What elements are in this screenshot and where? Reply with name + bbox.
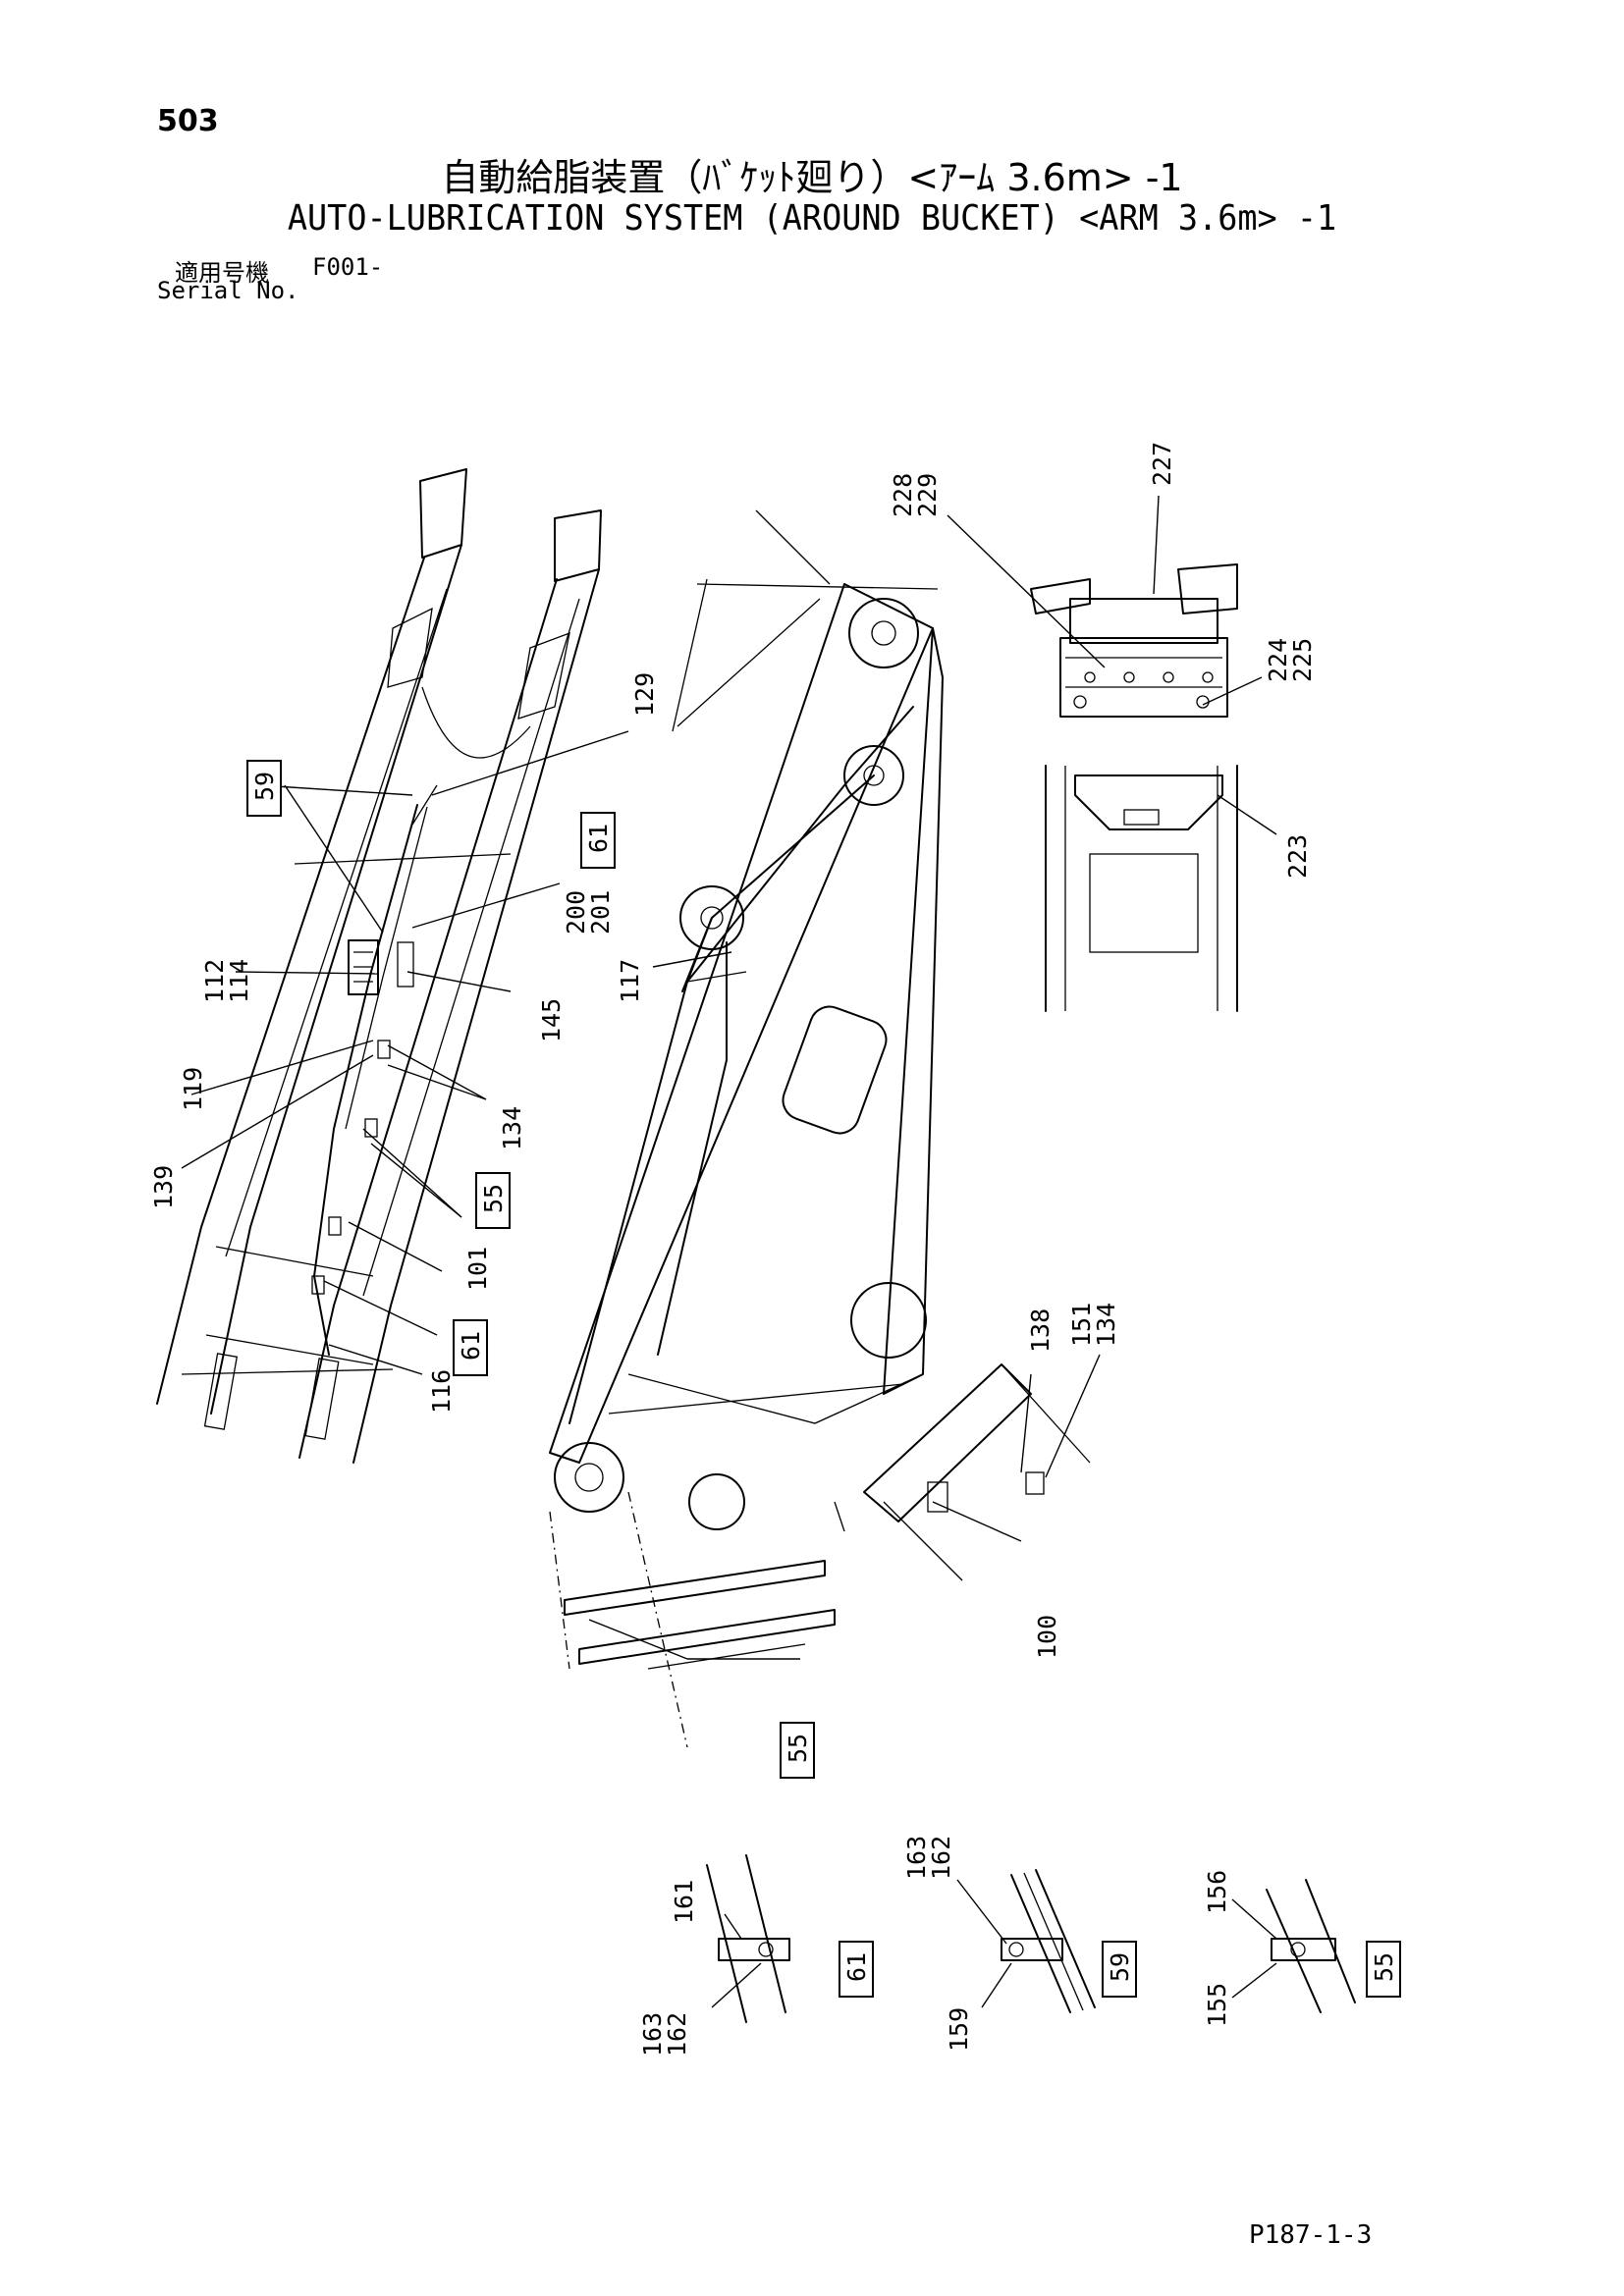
callout-151: 151 bbox=[1067, 1303, 1096, 1347]
callout-162-d61: 162 bbox=[663, 2012, 691, 2056]
callout-100: 100 bbox=[1033, 1615, 1061, 1659]
detail-61-view bbox=[706, 1854, 790, 2023]
callout-163-d61: 163 bbox=[638, 2012, 667, 2056]
page-number: 503 bbox=[157, 104, 219, 138]
detail-ref-59-a: 59 bbox=[250, 772, 279, 801]
cylinder-detail-view bbox=[834, 1363, 1091, 1581]
callout-129: 129 bbox=[630, 672, 659, 717]
callout-134-arm: 134 bbox=[498, 1106, 526, 1150]
title-japanese: 自動給脂装置（ﾊﾞｹｯﾄ廻り）<ｱｰﾑ 3.6m> -1 bbox=[441, 156, 1183, 199]
callout-223: 223 bbox=[1283, 834, 1312, 879]
callout-201: 201 bbox=[586, 890, 615, 934]
detail-ref-61-a: 61 bbox=[584, 824, 613, 853]
detail-ref-59-b: 59 bbox=[1106, 1952, 1134, 1982]
callout-229: 229 bbox=[913, 473, 942, 517]
arm-top-view bbox=[156, 468, 602, 1464]
serial-label-japanese: 適用号機 bbox=[175, 259, 269, 287]
detail-ref-55-a: 55 bbox=[479, 1184, 508, 1213]
callout-112: 112 bbox=[200, 959, 229, 1003]
detail-reference-boxes: 59 61 55 61 55 61 59 55 bbox=[246, 760, 1401, 1998]
page-code: P187-1-3 bbox=[1249, 2220, 1373, 2250]
detail-ref-61-b: 61 bbox=[457, 1331, 485, 1361]
callout-117: 117 bbox=[616, 959, 644, 1003]
bucket-link-view bbox=[1030, 563, 1238, 1012]
detail-59-view bbox=[1001, 1869, 1096, 2013]
callout-114: 114 bbox=[225, 959, 253, 1003]
detail-55-view bbox=[1266, 1879, 1356, 2013]
callout-101: 101 bbox=[463, 1247, 492, 1291]
callout-162-d59: 162 bbox=[927, 1836, 955, 1880]
detail-ref-55-b: 55 bbox=[784, 1734, 812, 1763]
serial-label-english: Serial No. bbox=[157, 277, 299, 304]
callout-159: 159 bbox=[945, 2007, 973, 2052]
callout-225: 225 bbox=[1288, 638, 1317, 682]
callout-161: 161 bbox=[670, 1880, 698, 1924]
callout-138: 138 bbox=[1026, 1308, 1055, 1353]
callout-139: 139 bbox=[149, 1165, 178, 1209]
leader-lines bbox=[181, 495, 1277, 2008]
callout-228: 228 bbox=[889, 473, 917, 517]
callout-156: 156 bbox=[1203, 1870, 1231, 1914]
callout-224: 224 bbox=[1264, 638, 1292, 682]
detail-ref-61-c: 61 bbox=[842, 1952, 871, 1982]
serial-value: F001- bbox=[312, 253, 384, 281]
callout-227: 227 bbox=[1148, 442, 1176, 486]
callout-145: 145 bbox=[537, 998, 566, 1042]
callout-labels: 227 228 229 224 225 223 129 200 201 112 … bbox=[149, 442, 1317, 2056]
callout-116: 116 bbox=[427, 1369, 456, 1414]
arm-side-view bbox=[549, 509, 944, 1748]
callout-200: 200 bbox=[562, 890, 590, 934]
callout-134-cyl: 134 bbox=[1092, 1303, 1120, 1347]
callout-119: 119 bbox=[179, 1067, 207, 1111]
callout-155: 155 bbox=[1203, 1983, 1231, 2027]
title-english: AUTO-LUBRICATION SYSTEM (AROUND BUCKET) … bbox=[287, 198, 1337, 239]
callout-163-d59: 163 bbox=[902, 1836, 931, 1880]
detail-ref-55-c: 55 bbox=[1370, 1952, 1398, 1982]
